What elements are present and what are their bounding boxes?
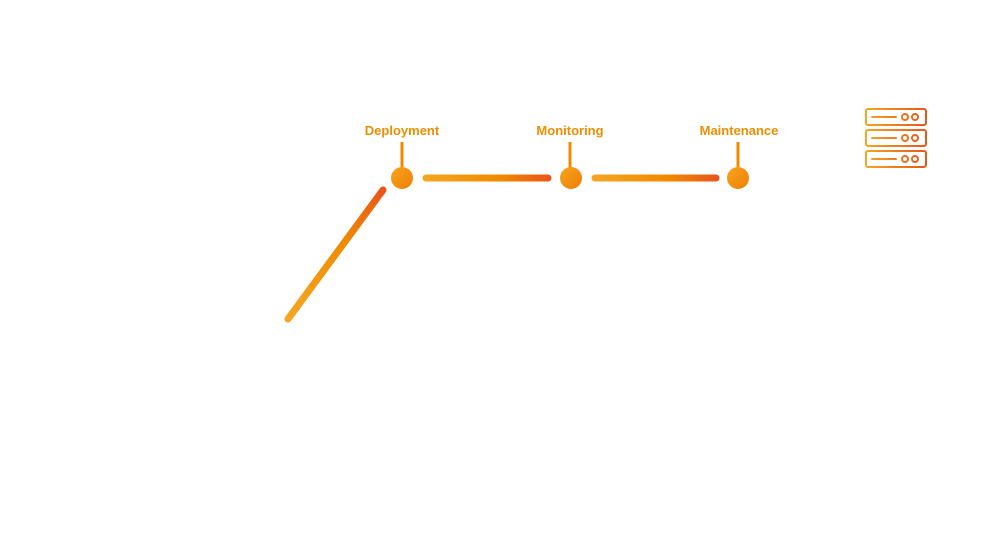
stage-monitoring: Monitoring xyxy=(536,123,604,189)
stage-maintenance: Maintenance xyxy=(700,123,779,189)
stage-node-maintenance xyxy=(727,167,749,189)
diagonal-connector xyxy=(284,186,387,323)
stage-deployment: Deployment xyxy=(365,123,440,189)
stage-label-maintenance: Maintenance xyxy=(700,123,779,138)
stage-label-monitoring: Monitoring xyxy=(536,123,603,138)
stage-node-monitoring xyxy=(560,167,582,189)
stage-label-deployment: Deployment xyxy=(365,123,440,138)
stage-node-deployment xyxy=(391,167,413,189)
server-rack-icon xyxy=(865,108,927,168)
